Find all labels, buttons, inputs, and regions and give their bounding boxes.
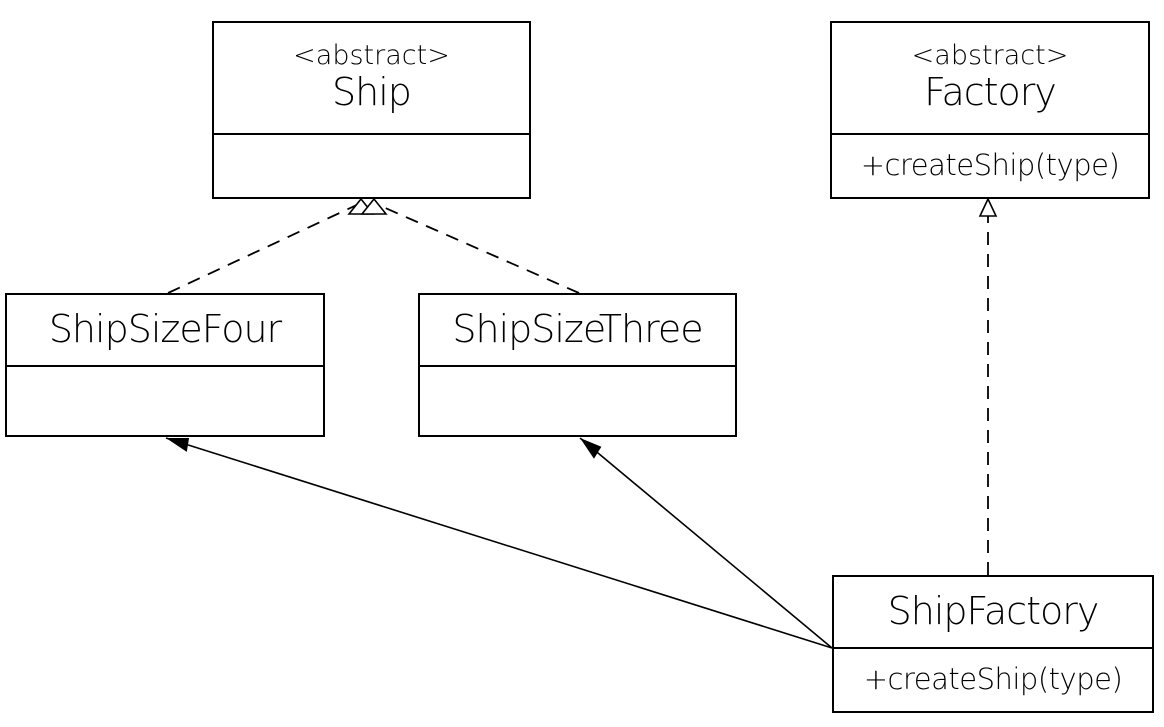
class-box-shipsizefour: ShipSizeFour (5, 293, 325, 437)
realization-line-shipsizefour-ship (167, 202, 362, 294)
class-title-compartment: ShipFactory (834, 577, 1152, 649)
class-members-compartment (7, 367, 323, 435)
class-members-compartment: +createShip(type) (834, 649, 1152, 711)
class-box-factory: <abstract> Factory +createShip(type) (830, 21, 1150, 199)
hollow-triangle-arrowhead-icon (978, 197, 998, 217)
method-label: +createShip(type) (863, 662, 1123, 697)
class-title-compartment: ShipSizeThree (420, 295, 735, 367)
stereotype-label: <abstract> (293, 40, 450, 72)
class-members-compartment (214, 135, 529, 197)
method-label: +createShip(type) (860, 148, 1120, 183)
stereotype-label: <abstract> (911, 40, 1069, 72)
class-title-compartment: ShipSizeFour (7, 295, 323, 367)
class-name: ShipFactory (887, 589, 1100, 634)
hollow-triangle-arrowhead-icon (360, 197, 388, 215)
class-box-shipfactory: ShipFactory +createShip(type) (832, 575, 1154, 713)
dependency-line-shipfactory-shipsizethree (579, 437, 833, 649)
class-members-compartment (420, 367, 735, 435)
class-name: ShipSizeFour (48, 307, 282, 352)
class-title-compartment: <abstract> Factory (832, 23, 1148, 135)
dependency-line-shipfactory-shipsizefour (165, 437, 833, 649)
class-name: ShipSizeThree (452, 307, 703, 352)
class-title-compartment: <abstract> Ship (214, 23, 529, 135)
realization-line-shipsizethree-ship (373, 202, 580, 294)
class-box-shipsizethree: ShipSizeThree (418, 293, 737, 437)
class-name: Ship (332, 70, 412, 114)
class-members-compartment: +createShip(type) (832, 135, 1148, 197)
class-name: Factory (924, 70, 1057, 114)
class-box-ship: <abstract> Ship (212, 21, 531, 199)
